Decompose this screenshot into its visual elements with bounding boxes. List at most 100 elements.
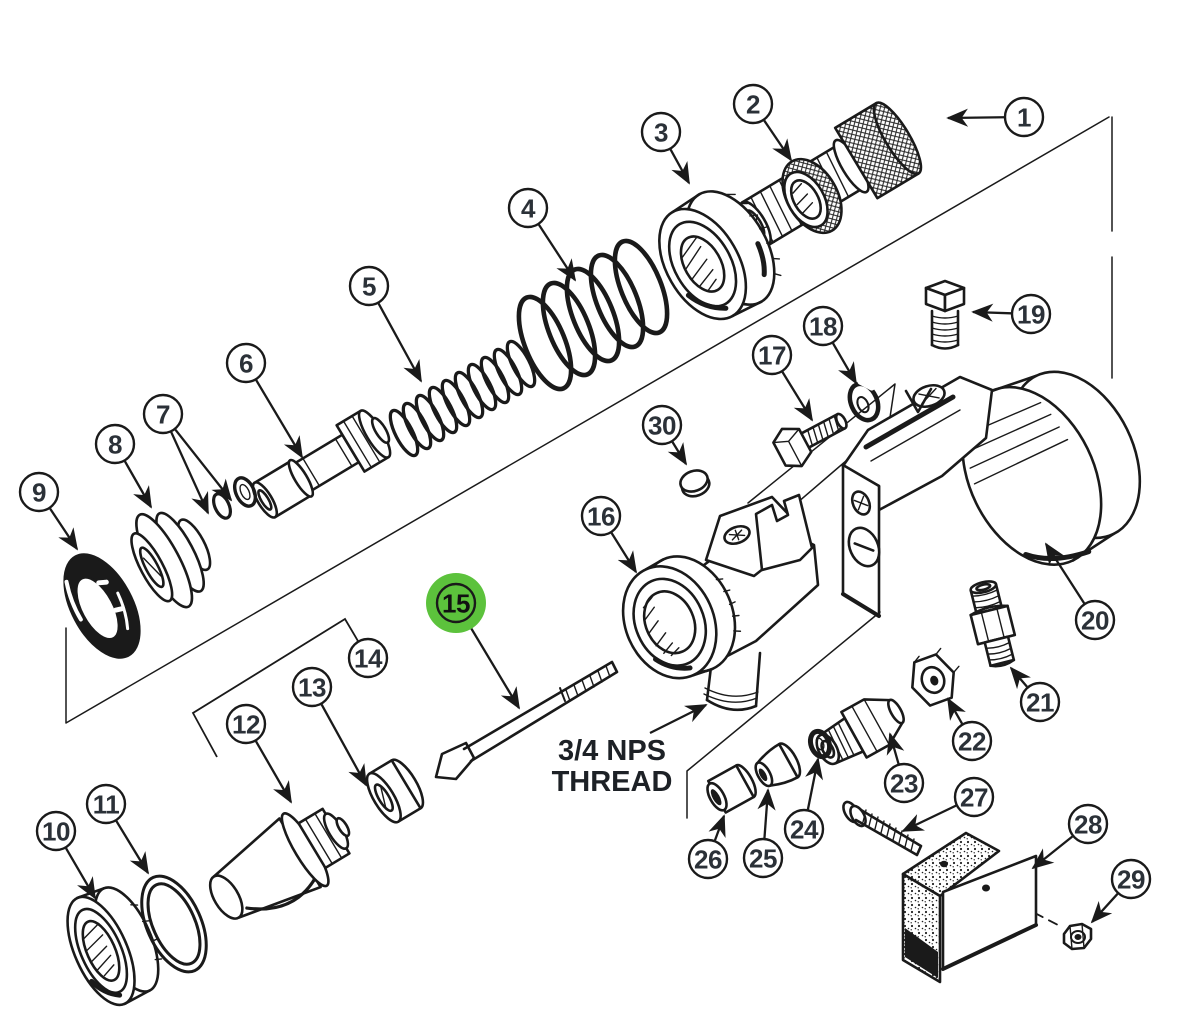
leader-line-25 [757, 788, 776, 839]
leader-line-20 [1045, 542, 1086, 604]
callout-10[interactable]: 10 [35, 810, 96, 900]
callout-7[interactable]: 7 [142, 393, 233, 515]
callout-number-3: 3 [654, 118, 668, 148]
part-9-seal-ring [63, 553, 141, 659]
callout-circle-19 [1010, 293, 1052, 335]
leader-line-19 [971, 303, 1012, 322]
part-11-o-ring [140, 874, 208, 974]
leader-line-21 [1009, 666, 1031, 690]
callout-25[interactable]: 25 [742, 788, 784, 879]
leader-line-29 [1090, 893, 1119, 924]
leader-line-4 [537, 224, 576, 282]
callout-circle-15 [435, 582, 477, 624]
thread-annotation-arrow [649, 703, 708, 735]
callout-circle-8 [94, 423, 136, 465]
callout-circle-18 [802, 305, 844, 347]
callout-number-25: 25 [749, 844, 777, 874]
callout-20[interactable]: 20 [1045, 542, 1116, 641]
callout-circle-9 [18, 471, 60, 513]
callout-14[interactable]: 14 [191, 617, 389, 758]
callout-number-1: 1 [1017, 103, 1031, 133]
leader-line-11 [115, 820, 149, 875]
part-13-nozzle-insert [365, 758, 425, 824]
leader-bracket-14 [191, 617, 359, 758]
callout-22[interactable]: 22 [947, 697, 993, 762]
part-8-packing [130, 511, 212, 609]
callout-number-13: 13 [298, 673, 326, 703]
leader-line-7 [170, 431, 210, 515]
callout-21[interactable]: 21 [1009, 666, 1061, 723]
thread-annotation-line1: 3/4 NPS [558, 735, 666, 767]
callout-circle-24 [783, 808, 825, 850]
callout-6[interactable]: 6 [225, 342, 303, 459]
callout-circle-20 [1074, 599, 1116, 641]
callout-29[interactable]: 29 [1090, 858, 1152, 924]
callout-circle-26 [687, 838, 729, 880]
callout-1[interactable]: 1 [946, 96, 1045, 138]
callout-5[interactable]: 5 [348, 265, 423, 383]
callout-circle-6 [225, 342, 267, 384]
callout-28[interactable]: 28 [1031, 803, 1109, 870]
part-25-ferrule [754, 742, 802, 788]
part-21-nipple [969, 580, 1017, 668]
callout-26[interactable]: 26 [687, 814, 729, 880]
callout-16[interactable]: 16 [580, 495, 637, 574]
leader-line-23 [886, 732, 905, 765]
callout-15[interactable]: 15 [426, 573, 520, 710]
callout-30[interactable]: 30 [641, 404, 687, 466]
leader-line-6 [255, 379, 303, 459]
callout-number-22: 22 [958, 727, 986, 757]
leader-line-18 [832, 342, 857, 385]
leader-line-10 [65, 847, 96, 900]
leader-line-13 [320, 703, 368, 787]
part-28-bracket-pad [901, 831, 1038, 984]
part-15-needle [434, 660, 619, 781]
leader-line-3 [669, 148, 691, 185]
leader-line-9 [49, 508, 79, 551]
callout-circle-30 [641, 404, 683, 446]
callout-27[interactable]: 27 [901, 776, 995, 833]
part-5-small-spring [388, 339, 537, 458]
leader-line-27 [901, 804, 957, 833]
callout-number-10: 10 [42, 817, 70, 847]
callout-circle-5 [348, 265, 390, 307]
callout-23[interactable]: 23 [883, 732, 925, 804]
callout-number-11: 11 [93, 790, 120, 820]
part-4-large-spring [516, 238, 670, 392]
callout-circle-29 [1110, 858, 1152, 900]
part-16-valve-body [621, 493, 820, 712]
callout-circle-4 [507, 187, 549, 229]
callout-2[interactable]: 2 [732, 83, 793, 162]
callout-3[interactable]: 3 [640, 111, 691, 185]
leader-line-16 [610, 532, 637, 574]
callout-4[interactable]: 4 [507, 187, 576, 282]
callout-number-14: 14 [354, 644, 383, 674]
leader-line-2 [763, 119, 793, 162]
callout-12[interactable]: 12 [225, 703, 292, 804]
callout-24[interactable]: 24 [783, 757, 825, 850]
part-29-nut [1062, 922, 1093, 951]
callout-11[interactable]: 11 [85, 783, 149, 875]
callout-19[interactable]: 19 [971, 293, 1052, 335]
callout-8[interactable]: 8 [94, 423, 152, 509]
callout-13[interactable]: 13 [291, 666, 368, 787]
callout-circle-12 [225, 703, 267, 745]
leader-line-12 [254, 740, 292, 804]
callout-number-19: 19 [1017, 300, 1045, 330]
leader-line-28 [1031, 835, 1074, 870]
callout-17[interactable]: 17 [751, 334, 813, 422]
callout-number-30: 30 [648, 411, 676, 441]
part-24-o-ring [807, 728, 833, 760]
part-19-square-bolt [924, 279, 966, 350]
highlight-disc [426, 573, 486, 633]
callout-9[interactable]: 9 [18, 471, 79, 551]
thread-annotation: 3/4 NPS THREAD [552, 703, 708, 798]
callout-circle-3 [640, 111, 682, 153]
part-30-plug [679, 469, 711, 498]
part-22-hex-nut [911, 647, 960, 707]
callout-number-23: 23 [890, 769, 918, 799]
callout-18[interactable]: 18 [802, 305, 857, 385]
callout-number-8: 8 [108, 430, 122, 460]
